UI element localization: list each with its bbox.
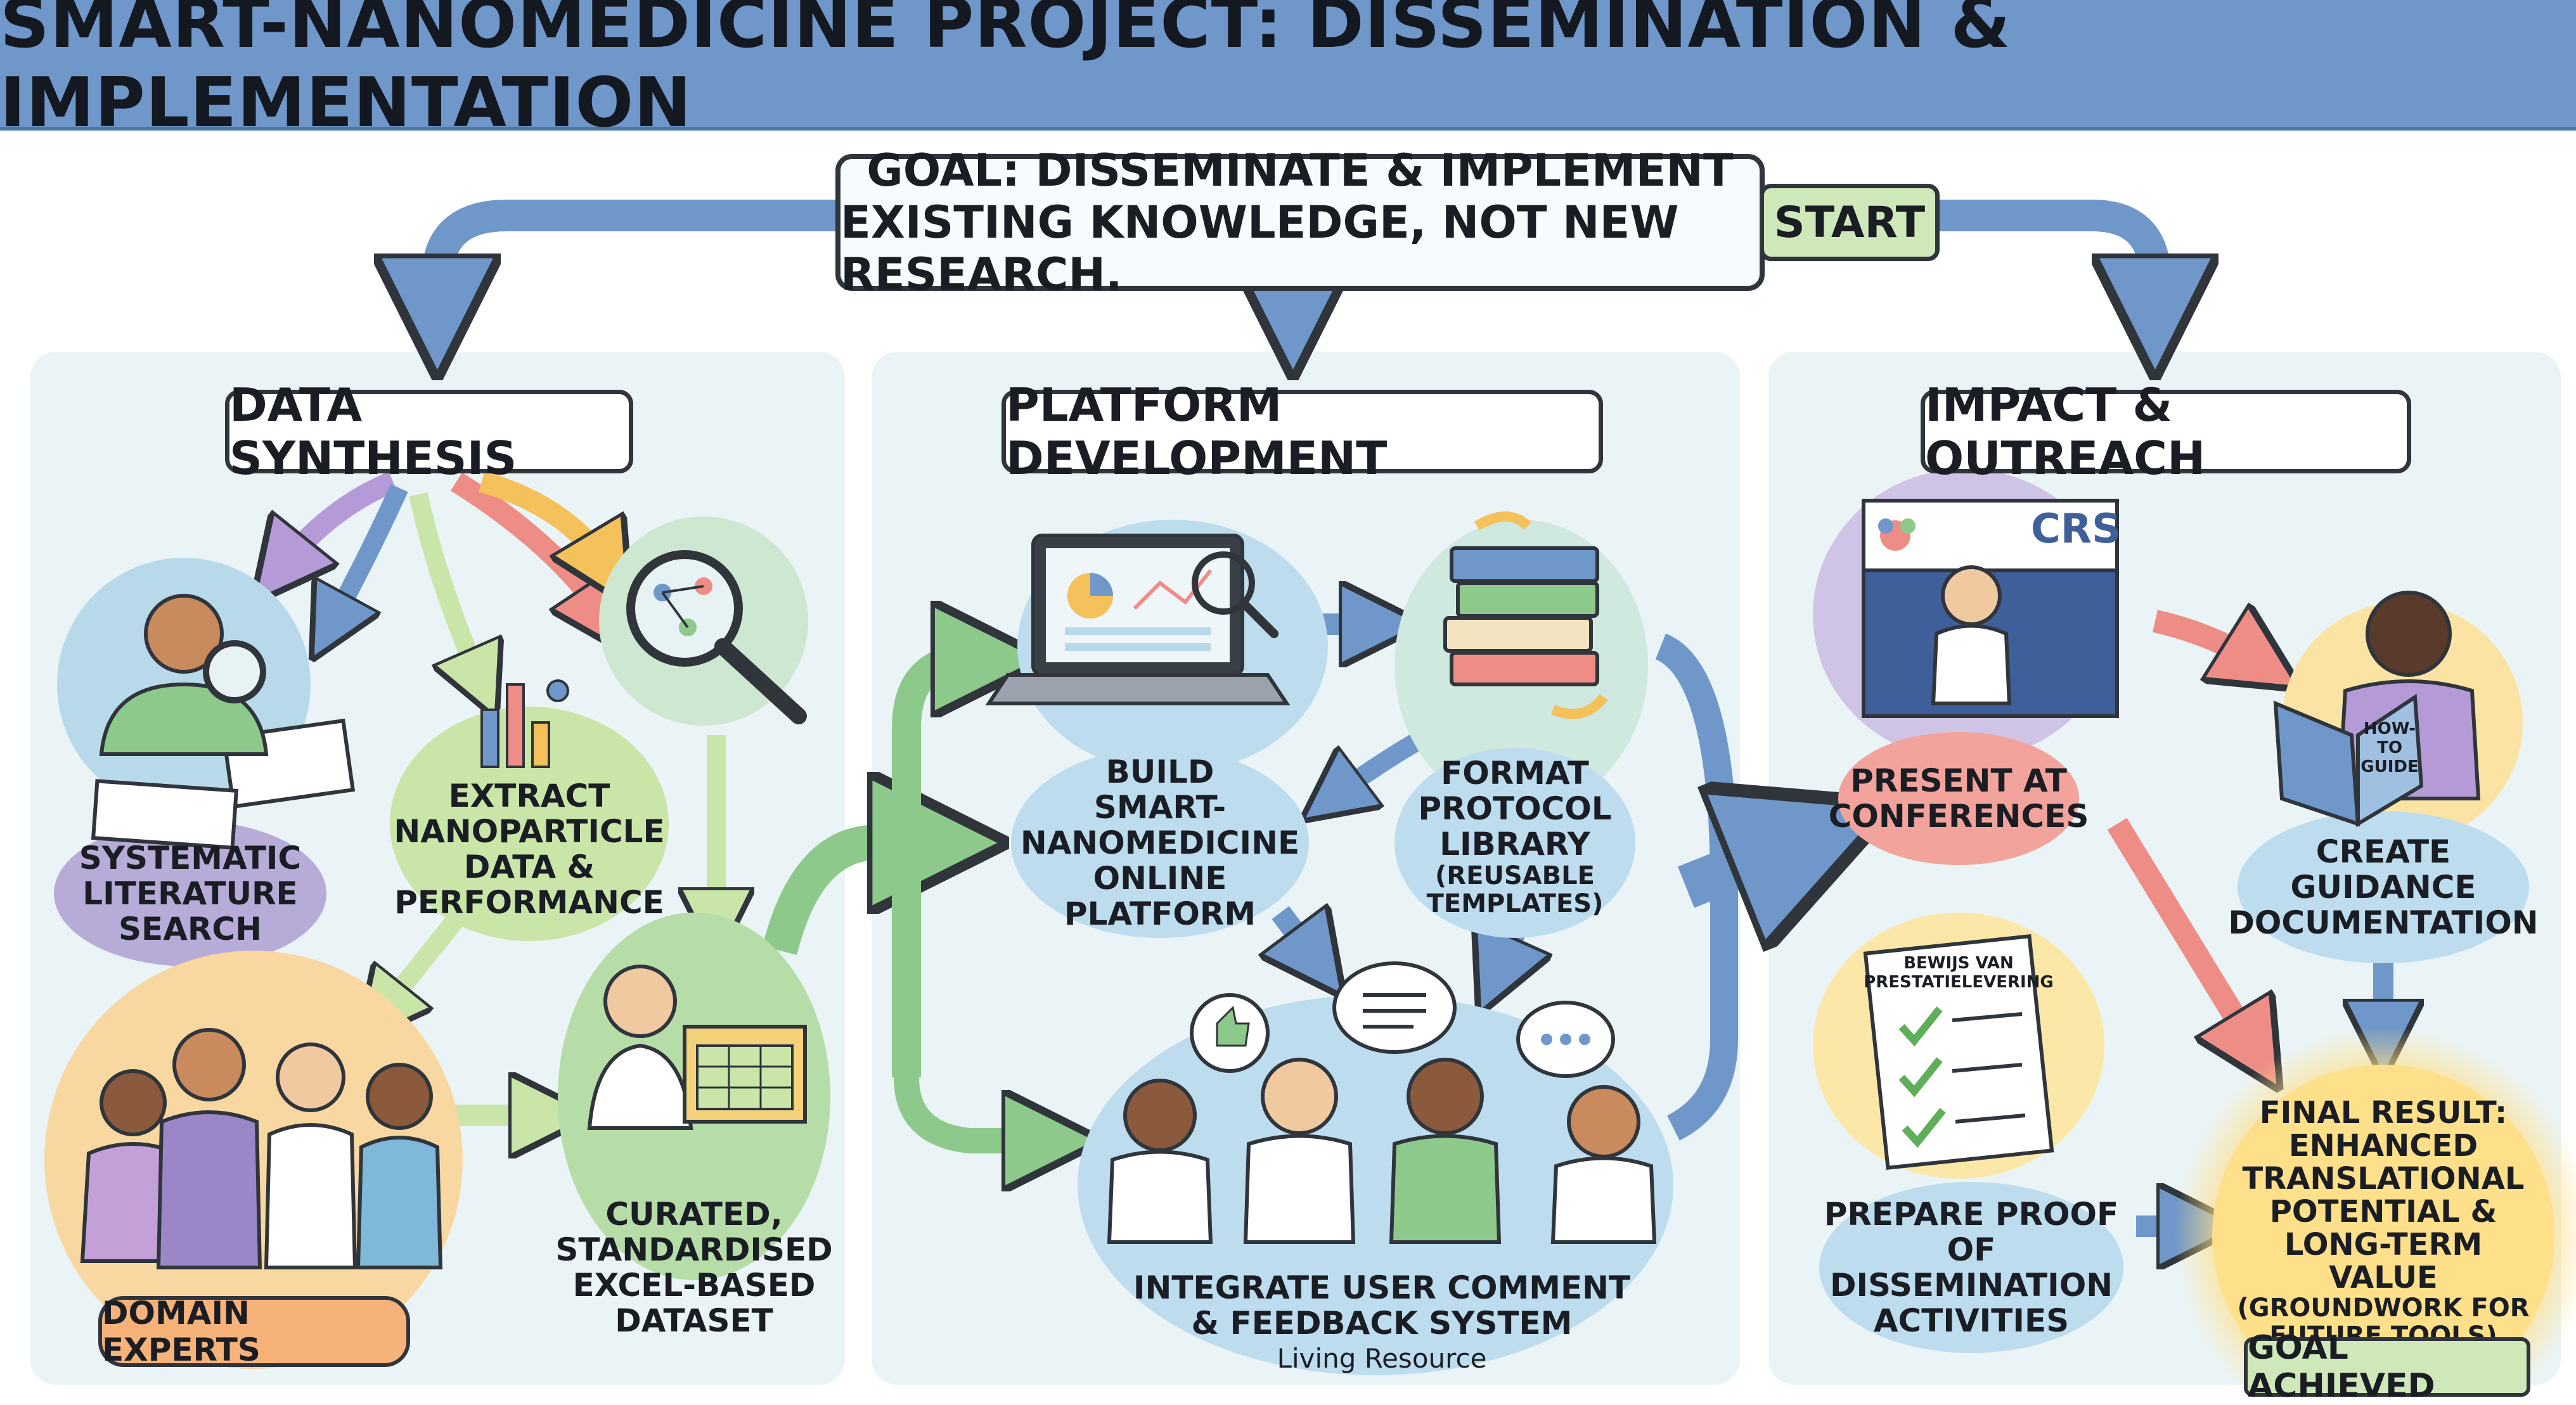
guide-reader-illustration <box>2273 591 2481 828</box>
present-bubble <box>1838 732 2079 865</box>
integrate-bubble <box>1078 995 1673 1375</box>
arrow-goal-to-impact <box>1931 200 2155 317</box>
books-icon <box>1443 511 1608 719</box>
arrow-loop-to-integrate <box>894 887 1052 1141</box>
header-platform-development: PLATFORM DEVELOPMENT <box>1001 378 1603 485</box>
literature-label-bubble <box>54 821 326 966</box>
arrow-build-to-integrate <box>1280 913 1318 963</box>
label-integrate-feedback: INTEGRATE USER COMMENT & FEEDBACK SYSTEM… <box>1128 1267 1635 1378</box>
arrow-blue-small <box>330 484 408 627</box>
team-illustration <box>1107 1058 1657 1244</box>
magnifier-icon <box>626 550 807 724</box>
guidance-bubble <box>2238 811 2529 963</box>
goal-achieved-badge: GOAL ACHIEVED <box>2244 1329 2530 1405</box>
label-format-protocol: FORMAT PROTOCOL LIBRARY (REUSABLE TEMPLA… <box>1418 755 1612 918</box>
arrow-dataset-to-platform <box>762 843 938 955</box>
label-domain-experts: DOMAIN EXPERTS <box>98 1295 410 1368</box>
conference-banner-text: CRS <box>2030 506 2122 553</box>
feedback-speech-bubbles <box>1190 961 1615 1078</box>
extract-chart-icon <box>480 679 569 768</box>
final-bubble <box>2212 1065 2554 1396</box>
label-extract-nanoparticle: EXTRACT NANOPARTICLE DATA & PERFORMANCE <box>394 778 665 921</box>
start-badge: START <box>1760 184 1940 261</box>
label-create-guidance: CREATE GUIDANCE DOCUMENTATION <box>2228 833 2539 941</box>
dataset-illustration <box>587 965 807 1130</box>
label-curated-dataset: CURATED, STANDARDISED EXCEL-BASED DATASE… <box>555 1196 833 1339</box>
arrow-platform-loop <box>892 659 989 1077</box>
arrow-present-to-guide <box>2153 621 2263 665</box>
header-data-synthesis: DATA SYNTHESIS <box>225 378 633 485</box>
label-living-resource: Living Resource <box>1277 1342 1487 1374</box>
extract-bubble <box>390 707 669 941</box>
guide-book-text: HOW-TO GUIDE <box>2360 719 2419 776</box>
arrow-goal-to-data-synthesis <box>437 200 835 317</box>
label-build-platform: BUILD SMART-NANOMEDICINE ONLINE PLATFORM <box>1020 754 1300 932</box>
proof-document-title: BEWIJS VAN PRESTATIELEVERING <box>1864 954 2054 992</box>
label-present-conferences: PRESENT AT CONFERENCES <box>1828 762 2089 835</box>
page-title: SMART-NANOMEDICINE PROJECT: DISSEMINATIO… <box>0 0 2011 143</box>
researcher-illustration <box>99 594 269 756</box>
proof-bubble <box>1819 1182 2123 1353</box>
conference-illustration <box>1862 499 2119 718</box>
experts-illustration <box>80 1028 443 1269</box>
goal-box: GOAL: DISSEMINATE & IMPLEMENT EXISTING K… <box>835 144 1765 300</box>
goal-line-2: EXISTING KNOWLEDGE, NOT NEW RESEARCH. <box>840 196 1679 300</box>
build-bubble <box>1011 748 1309 938</box>
format-bubble <box>1394 748 1635 938</box>
header-impact-outreach: IMPACT & OUTREACH <box>1921 378 2411 485</box>
label-final-result: FINAL RESULT: ENHANCED TRANSLATIONAL POT… <box>2237 1095 2530 1350</box>
arrow-to-impact-big <box>1678 837 1813 887</box>
arrow-present-to-final <box>2107 818 2257 1052</box>
title-bar: SMART-NANOMEDICINE PROJECT: DISSEMINATIO… <box>0 0 2576 143</box>
proof-document-icon <box>1863 934 2054 1170</box>
arrow-extract-to-experts <box>380 913 464 1014</box>
goal-line-1: GOAL: DISSEMINATE & IMPLEMENT <box>866 144 1734 196</box>
label-prepare-proof: PREPARE PROOF OF DISSEMINATION ACTIVITIE… <box>1824 1196 2119 1339</box>
arrow-purple <box>279 472 397 570</box>
arrow-green-light <box>409 492 482 684</box>
laptop-icon <box>985 534 1291 705</box>
arrow-yellow <box>479 471 609 570</box>
label-literature-search: SYSTEMATIC LITERATURE SEARCH <box>79 840 302 947</box>
